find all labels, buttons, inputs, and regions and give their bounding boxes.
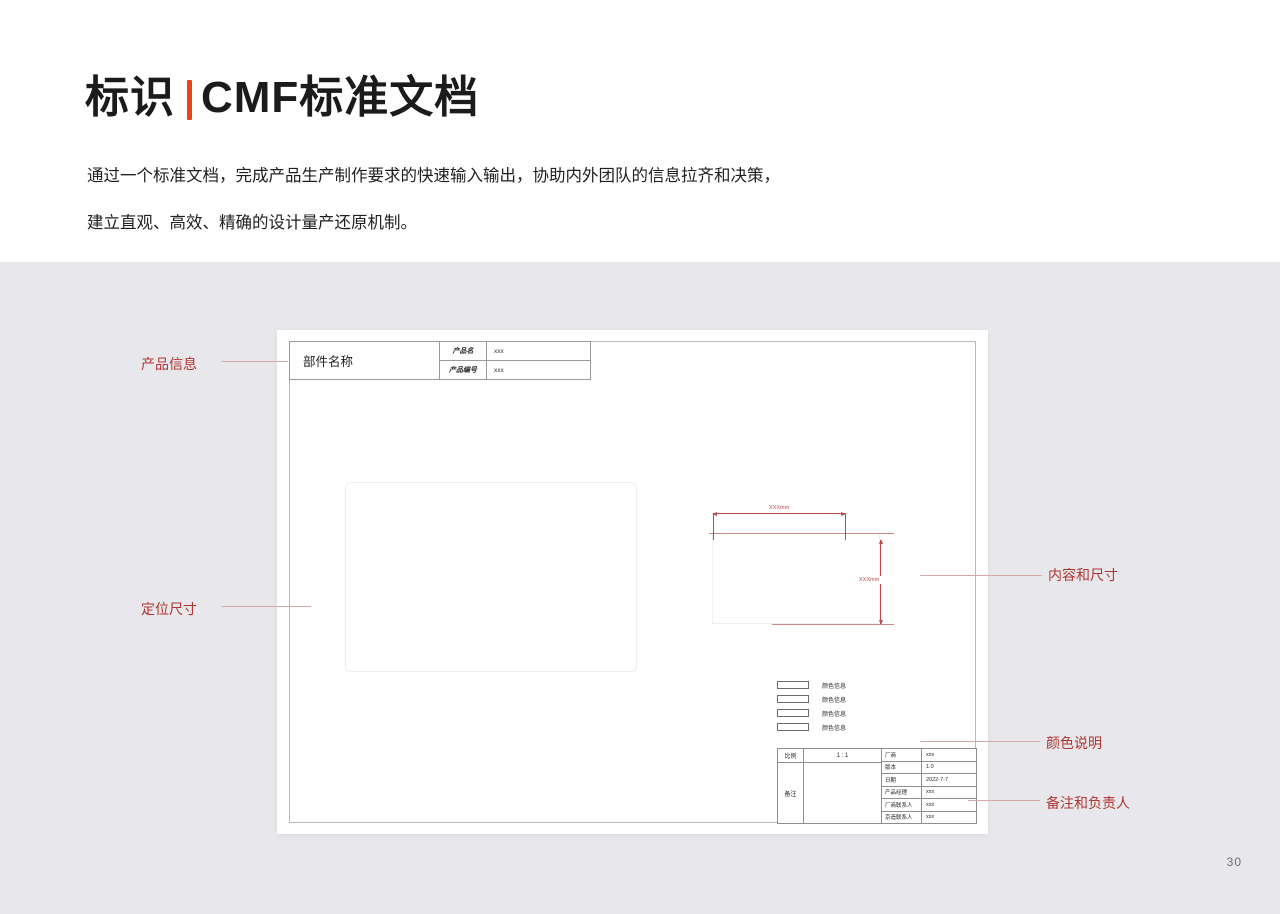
note-key: 备注 [778,763,804,823]
table-row: 产品名 xxx [440,342,590,360]
table-row: 日期 2022-7-7 [882,773,976,786]
vendor-value: xxx [926,751,935,758]
annotation-line-content-size [920,575,1042,576]
color-swatch [777,723,809,731]
vendor-contact-key: 厂商联系人 [882,799,922,811]
product-code-key: 产品编号 [440,361,487,379]
brand-contact-value: xxx [926,814,935,821]
table-row: 厂商联系人 xxx [882,798,976,811]
table-row: 备注 [778,763,881,823]
annotation-line-color-note [920,741,1040,742]
product-name-value: xxx [494,347,504,355]
list-item: 颜色信息 [777,678,937,692]
date-key: 日期 [882,774,922,786]
sheet-frame [289,341,976,823]
page-subtitle-line1: 通过一个标准文档，完成产品生产制作要求的快速输入输出，协助内外团队的信息拉齐和决… [87,167,780,185]
annotation-line-position-size [222,606,311,607]
page-title-left: 标识 [85,73,175,122]
vendor-contact-value: xxx [926,801,935,808]
horizontal-dimension-line [712,511,846,516]
pm-value: xxx [926,789,935,796]
owner-rows: 厂商 xxx 版本 1.0 日期 2022-7-7 产品经理 xxx 厂商联系人 [882,749,976,823]
date-value: 2022-7-7 [926,776,949,783]
color-label: 颜色信息 [822,725,847,732]
vendor-key: 厂商 [882,749,922,761]
annotation-color-note: 颜色说明 [1046,735,1102,751]
horizontal-dimension-label: XXXmm [766,505,793,511]
page-number: 30 [1226,855,1242,869]
brand-contact-key: 京造联系人 [882,811,922,823]
part-name-cell: 部件名称 [290,342,440,379]
annotation-line-remark-owner [968,800,1040,801]
scale-key: 比例 [778,749,804,762]
product-info-rows: 产品名 xxx 产品编号 xxx [440,342,590,379]
page-header: 标识 CMF标准文档 通过一个标准文档，完成产品生产制作要求的快速输入输出，协助… [0,0,1280,262]
drawing-outline [712,533,880,624]
list-item: 颜色信息 [777,692,937,706]
guideline-bottom [772,624,894,625]
annotation-remark-owner: 备注和负责人 [1046,795,1130,811]
note-value [804,763,881,823]
page-subtitle-line2: 建立直观、高效、精确的设计量产还原机制。 [87,214,417,232]
color-swatch [777,695,809,703]
remark-owner-table: 比例 1 : 1 备注 厂商 xxx 版本 1.0 日期 [777,748,977,824]
product-name-key: 产品名 [440,342,487,360]
color-legend: 颜色信息 颜色信息 颜色信息 颜色信息 [777,678,937,734]
spec-sheet: 部件名称 产品名 xxx 产品编号 xxx XXXmm [277,330,988,834]
page-title-right: CMF标准文档 [201,73,480,122]
artwork-placeholder [345,482,637,672]
list-item: 颜色信息 [777,706,937,720]
color-label: 颜色信息 [822,683,847,690]
table-row: 产品编号 xxx [440,360,590,379]
annotation-product-info: 产品信息 [141,356,197,372]
table-row: 比例 1 : 1 [778,749,881,763]
color-swatch [777,681,809,689]
table-row: 京造联系人 xxx [882,810,976,823]
color-label: 颜色信息 [822,697,847,704]
annotation-position-size: 定位尺寸 [141,601,197,617]
version-value: 1.0 [926,764,934,771]
list-item: 颜色信息 [777,720,937,734]
table-row: 产品经理 xxx [882,785,976,798]
color-label: 颜色信息 [822,711,847,718]
table-row: 版本 1.0 [882,760,976,773]
table-row: 厂商 xxx [882,749,976,761]
page-title: 标识 CMF标准文档 [85,76,479,120]
annotation-content-size: 内容和尺寸 [1048,567,1118,583]
extension-line-left [713,513,714,540]
guideline-top [709,533,894,534]
scale-value: 1 : 1 [836,752,849,759]
title-accent-bar [187,80,192,120]
dimension-drawing: XXXmm XXXmm [709,500,894,650]
color-swatch [777,709,809,717]
product-info-table: 部件名称 产品名 xxx 产品编号 xxx [289,341,591,380]
remark-block: 比例 1 : 1 备注 [778,749,882,823]
annotation-line-product-info [222,361,288,362]
vertical-dimension-label: XXXmm [857,576,882,584]
version-key: 版本 [882,761,922,773]
product-code-value: xxx [494,366,504,374]
pm-key: 产品经理 [882,786,922,798]
extension-line-right [845,513,846,540]
